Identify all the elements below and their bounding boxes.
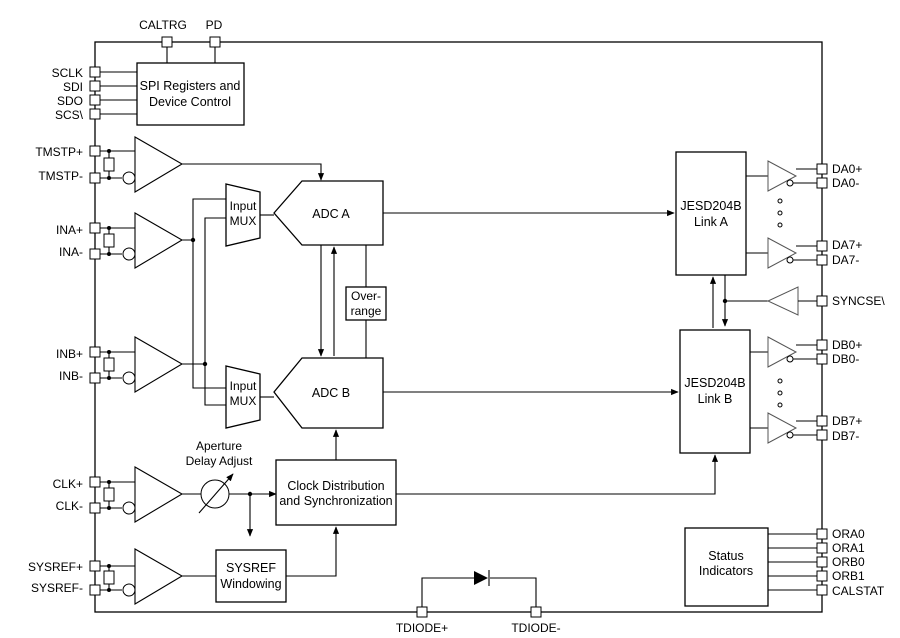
clk-p-label: CLK+: [53, 477, 83, 491]
db7-driver: [750, 412, 828, 444]
chip-outline: [94, 41, 823, 613]
db0-n-label: DB0-: [832, 352, 859, 366]
status-indicators-block: [684, 527, 769, 607]
mux-a-label-2: MUX: [230, 214, 257, 228]
db7-n-label: DB7-: [832, 429, 859, 443]
spi-registers-block: [136, 62, 245, 126]
da0-n-label: DA0-: [832, 176, 859, 190]
db-ellipsis: [777, 378, 783, 408]
spi-label-1: SPI Registers and: [140, 79, 241, 93]
mux-b-label-1: Input: [230, 379, 257, 393]
syncse-pin: [816, 295, 828, 307]
inb-input-stage: [89, 336, 184, 393]
ina-p-label: INA+: [56, 223, 83, 237]
sdi-label: SDI: [63, 80, 83, 94]
status-label-2: Indicators: [699, 564, 753, 578]
tdiode-n-label: TDIODE-: [511, 621, 560, 635]
jesd-b-label-2: Link B: [698, 392, 733, 406]
pd-label: PD: [206, 18, 223, 32]
pd-pin: [209, 36, 221, 48]
orb0-label: ORB0: [832, 555, 865, 569]
caltrg-pin: [161, 36, 173, 48]
overrange-label-2: range: [351, 304, 382, 318]
db7-p-label: DB7+: [832, 414, 862, 428]
sysref-windowing-block: [215, 549, 287, 603]
clock-distribution-block: [275, 459, 397, 526]
spi-pins: [89, 66, 137, 120]
da0-p-label: DA0+: [832, 162, 862, 176]
adc-b-block: [273, 357, 384, 429]
tmstp-p-label: TMSTP+: [35, 145, 83, 159]
adc-b-label: ADC B: [312, 386, 350, 400]
inb-p-label: INB+: [56, 347, 83, 361]
jesd-a-label-2: Link A: [694, 215, 729, 229]
aperture-label-2: Delay Adjust: [186, 454, 253, 468]
ora1-label: ORA1: [832, 541, 865, 555]
jesd-a-label-1: JESD204B: [680, 199, 741, 213]
sysref-n-label: SYSREF-: [31, 581, 83, 595]
overrange-label-1: Over-: [351, 289, 381, 303]
mux-b-label-2: MUX: [230, 394, 257, 408]
mux-a-label-1: Input: [230, 199, 257, 213]
da7-n-label: DA7-: [832, 253, 859, 267]
syncse-label: SYNCSE\: [832, 294, 885, 308]
da7-p-label: DA7+: [832, 238, 862, 252]
jesd204b-link-b: [679, 329, 751, 454]
aperture-label-1: Aperture: [196, 439, 242, 453]
calstat-label: CALSTAT: [832, 584, 885, 598]
sysref-win-label-1: SYSREF: [226, 561, 276, 575]
da7-driver: [746, 237, 828, 269]
jesd-b-label-1: JESD204B: [684, 376, 745, 390]
tdiode-p-label: TDIODE+: [396, 621, 448, 635]
tmstp-input-stage: [89, 136, 184, 193]
sysref-input-stage: [89, 548, 184, 605]
tmstp-n-label: TMSTP-: [38, 169, 83, 183]
jesd204b-link-a: [675, 151, 747, 276]
clock-label-2: and Synchronization: [279, 494, 392, 508]
input-mux-b: [225, 365, 261, 429]
sysref-p-label: SYSREF+: [28, 560, 83, 574]
da-ellipsis: [777, 198, 783, 228]
db0-driver: [750, 336, 828, 368]
sclk-label: SCLK: [52, 66, 83, 80]
spi-label-2: Device Control: [149, 95, 231, 109]
caltrg-label: CALTRG: [139, 18, 187, 32]
input-mux-a: [225, 183, 261, 247]
clk-input-stage: [89, 466, 184, 523]
clk-n-label: CLK-: [56, 499, 83, 513]
inb-n-label: INB-: [59, 369, 83, 383]
temperature-diode: [416, 570, 542, 618]
da0-driver: [746, 160, 828, 192]
overrange-block: [345, 286, 387, 321]
clock-label-1: Clock Distribution: [287, 479, 384, 493]
ora0-label: ORA0: [832, 527, 865, 541]
sdo-label: SDO: [57, 94, 83, 108]
status-pins: [768, 528, 828, 596]
scs-label: SCS\: [55, 108, 84, 122]
ina-input-stage: [89, 212, 184, 269]
orb1-label: ORB1: [832, 569, 865, 583]
status-label-1: Status: [708, 549, 743, 563]
sysref-win-label-2: Windowing: [220, 577, 281, 591]
adc-a-label: ADC A: [312, 207, 350, 221]
ina-n-label: INA-: [59, 245, 83, 259]
db0-p-label: DB0+: [832, 338, 862, 352]
